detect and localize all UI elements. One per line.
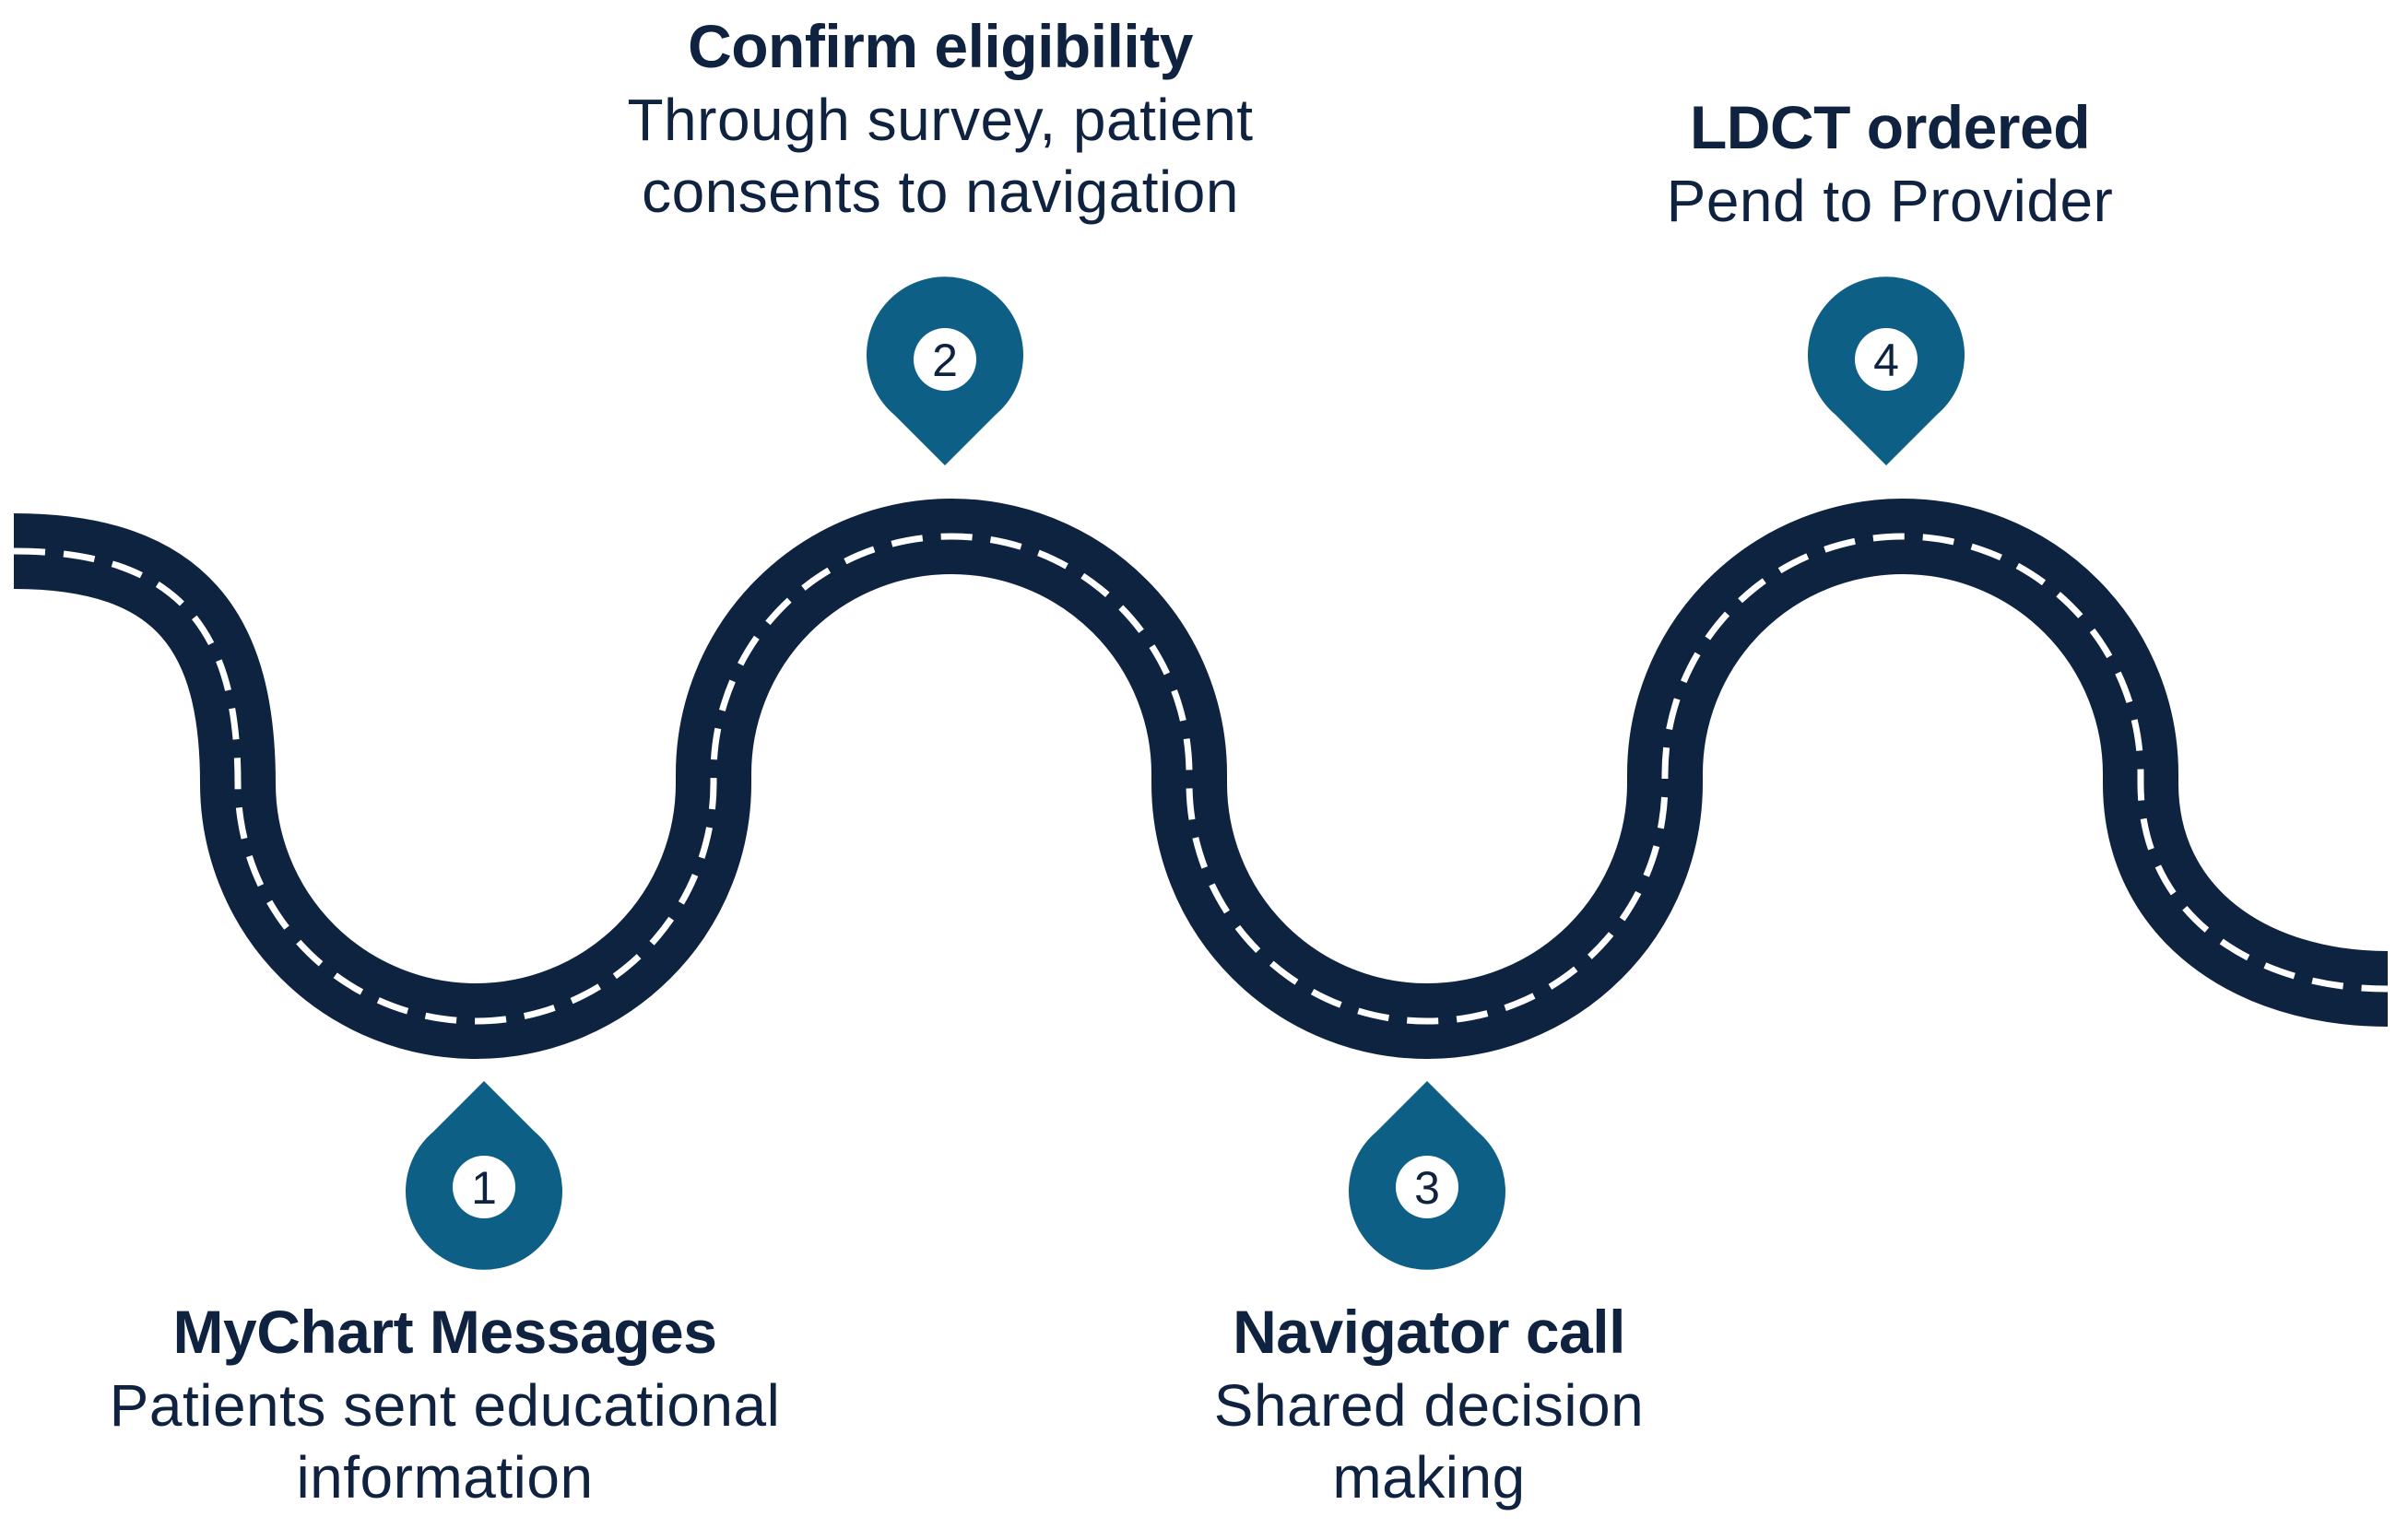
step-2-description-line-2: consents to navigation — [642, 158, 1239, 225]
step-1-description-line-2: information — [296, 1443, 594, 1511]
step-1-marker: 1 — [406, 1081, 562, 1270]
step-4-description-line-1: Pend to Provider — [1666, 167, 2114, 234]
step-3-description-line-2: making — [1332, 1443, 1526, 1511]
step-4-number-circle — [1855, 328, 1918, 391]
step-2-number-circle — [914, 328, 976, 391]
step-3-label: Navigator call Shared decision making — [1106, 1295, 1752, 1513]
step-3-title: Navigator call — [1233, 1298, 1625, 1366]
step-1-title: MyChart Messages — [172, 1298, 717, 1366]
road-surface — [13, 499, 2389, 1059]
step-1-label: MyChart Messages Patients sent education… — [28, 1295, 862, 1513]
step-1-number: 1 — [471, 1162, 497, 1214]
step-3-number: 3 — [1414, 1162, 1440, 1214]
step-3-number-circle — [1396, 1156, 1458, 1218]
step-4-marker: 4 — [1808, 276, 1965, 465]
step-3-marker: 3 — [1349, 1081, 1505, 1270]
step-2-marker: 2 — [867, 276, 1023, 465]
step-2-title: Confirm eligibility — [688, 12, 1193, 80]
step-4-title: LDCT ordered — [1689, 93, 2091, 161]
step-1-number-circle — [453, 1156, 515, 1218]
step-2-description-line-1: Through survey, patient — [627, 86, 1254, 153]
step-4-label: LDCT ordered Pend to Provider — [1521, 90, 2259, 237]
step-1-description-line-1: Patients sent educational — [109, 1371, 781, 1439]
step-2-number: 2 — [932, 335, 958, 386]
step-2-label: Confirm eligibility Through survey, pati… — [525, 9, 1355, 228]
step-3-description-line-1: Shared decision — [1213, 1371, 1645, 1439]
step-4-number: 4 — [1873, 335, 1899, 386]
